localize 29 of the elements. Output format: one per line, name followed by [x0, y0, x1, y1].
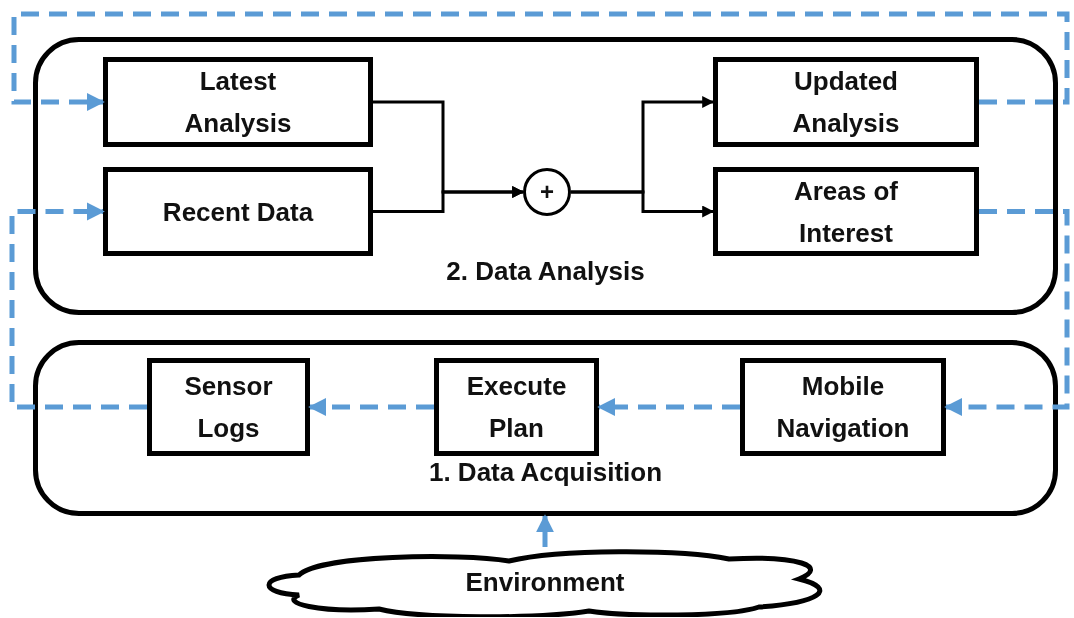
dashed-arrow	[597, 398, 740, 416]
panel-title: 2. Data Analysis	[446, 255, 645, 288]
node-label: Sensor Logs	[183, 370, 274, 445]
process-box	[103, 57, 373, 147]
process-box	[103, 167, 373, 256]
process-box	[147, 358, 310, 456]
process-box	[740, 358, 946, 456]
arrow	[373, 186, 525, 213]
dashed-arrow	[944, 209, 1070, 416]
node-label: Updated Analysis	[791, 65, 901, 140]
node-label: Execute Plan	[465, 370, 568, 445]
node-label: Environment	[465, 566, 625, 599]
acquisition-panel	[33, 340, 1058, 516]
dashed-arrow	[9, 202, 147, 410]
process-box	[713, 167, 979, 256]
node-label: Latest Analysis	[183, 65, 293, 140]
process-box	[713, 57, 979, 147]
arrow	[536, 514, 554, 547]
dashed-arrow	[11, 11, 1070, 111]
analysis-panel	[33, 37, 1058, 315]
plus-sign: +	[540, 179, 554, 205]
sum-circle	[523, 168, 571, 216]
node-label: Recent Data	[162, 195, 314, 229]
dashed-arrow	[308, 398, 434, 416]
panel-title: 1. Data Acquisition	[428, 456, 663, 489]
node-label: Mobile Navigation	[775, 370, 911, 445]
node-label: Areas of Interest	[792, 174, 899, 250]
arrow	[571, 190, 715, 218]
process-box	[434, 358, 599, 456]
